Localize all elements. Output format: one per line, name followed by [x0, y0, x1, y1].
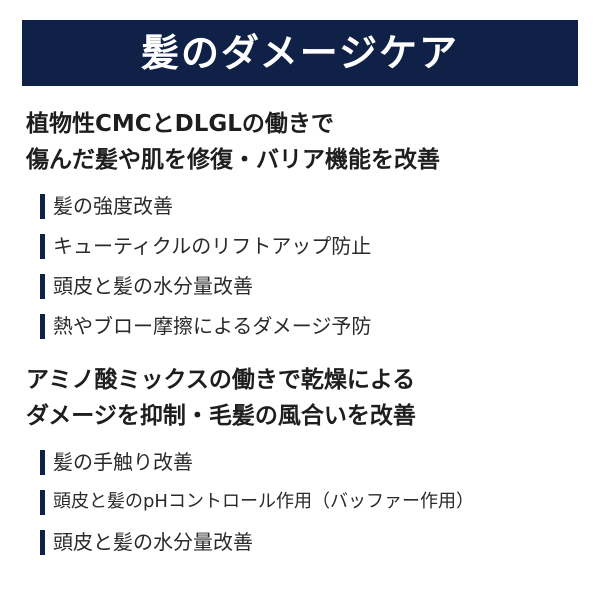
list-item: 熱やブロー摩擦によるダメージ予防: [40, 306, 440, 346]
bullet-bar: [40, 529, 45, 555]
bullet-bar: [40, 489, 45, 515]
bullet-bar: [40, 233, 45, 259]
bullet-bar: [40, 313, 45, 339]
list-item: 頭皮と髪の水分量改善: [40, 522, 474, 562]
list-item-text: 頭皮と髪の水分量改善: [53, 530, 253, 554]
title-banner: 髪のダメージケア: [22, 20, 578, 86]
list-item: 髪の手触り改善: [40, 442, 474, 482]
section-heading-line-1: アミノ酸ミックスの働きで乾燥による: [26, 367, 416, 393]
bullet-bar: [40, 449, 45, 475]
list-item-text: 髪の手触り改善: [53, 450, 193, 474]
list-item: キューティクルのリフトアップ防止: [40, 226, 440, 266]
benefit-list: 髪の強度改善 キューティクルのリフトアップ防止 頭皮と髪の水分量改善 熱やブロー…: [40, 186, 440, 346]
bullet-bar: [40, 273, 45, 299]
benefit-list: 髪の手触り改善 頭皮と髪のpHコントロール作用（バッファー作用） 頭皮と髪の水分…: [40, 442, 474, 562]
section-amino-acid: アミノ酸ミックスの働きで乾燥による ダメージを抑制・毛髪の風合いを改善 髪の手触…: [26, 362, 474, 562]
list-item-text: 頭皮と髪のpHコントロール作用（バッファー作用）: [53, 491, 474, 512]
banner-title: 髪のダメージケア: [140, 31, 460, 75]
section-heading-line-2: 傷んだ髪や肌を修復・バリア機能を改善: [26, 147, 440, 173]
list-item: 頭皮と髪の水分量改善: [40, 266, 440, 306]
section-heading-line-1: 植物性CMCとDLGLの働きで: [26, 111, 334, 137]
list-item-text: 髪の強度改善: [53, 194, 173, 218]
list-item-text: 熱やブロー摩擦によるダメージ予防: [53, 314, 372, 338]
list-item: 頭皮と髪のpHコントロール作用（バッファー作用）: [40, 482, 474, 522]
list-item-text: キューティクルのリフトアップ防止: [53, 234, 372, 258]
section-cmc-dlgl: 植物性CMCとDLGLの働きで 傷んだ髪や肌を修復・バリア機能を改善 髪の強度改…: [26, 106, 440, 346]
bullet-bar: [40, 193, 45, 219]
section-heading-line-2: ダメージを抑制・毛髪の風合いを改善: [26, 403, 416, 429]
list-item: 髪の強度改善: [40, 186, 440, 226]
list-item-text: 頭皮と髪の水分量改善: [53, 274, 253, 298]
